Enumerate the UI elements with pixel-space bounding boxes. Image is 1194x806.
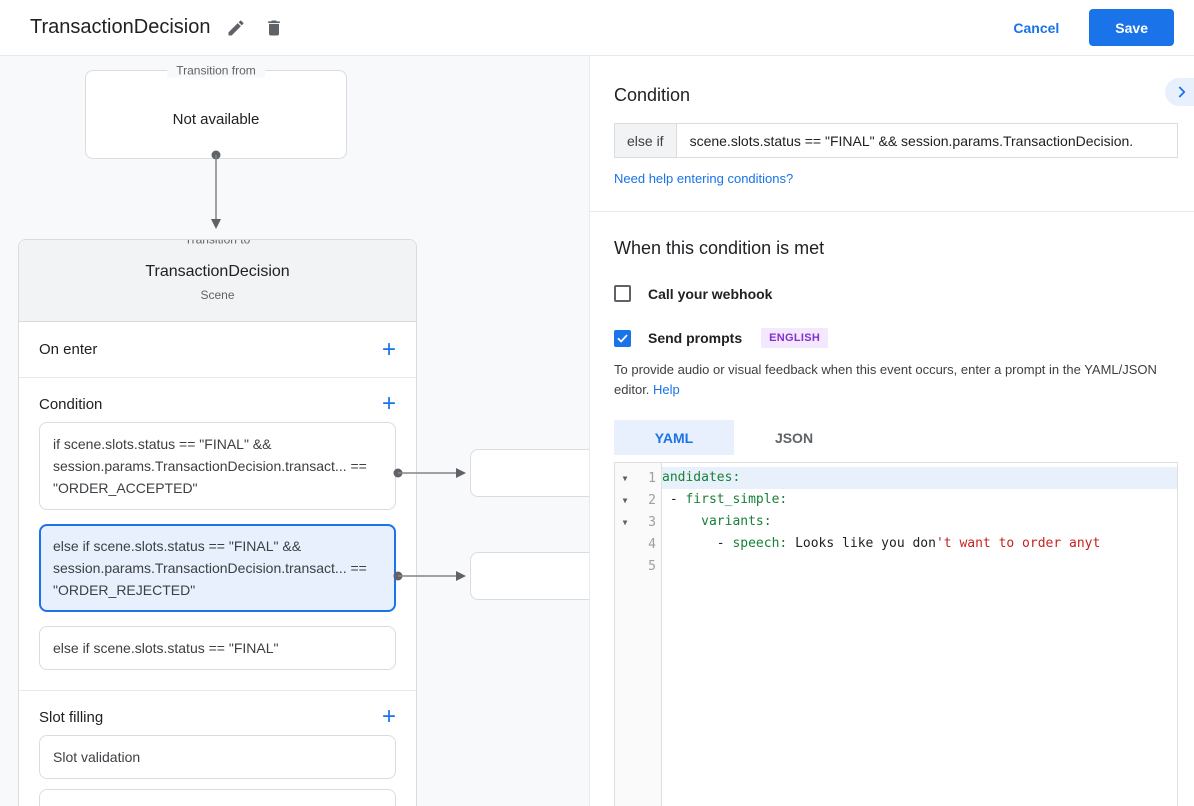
- webhook-row: Call your webhook: [614, 285, 1177, 302]
- send-prompts-checkbox[interactable]: [614, 329, 631, 347]
- slot-card-partial[interactable]: [39, 789, 396, 806]
- condition-expression-input[interactable]: [676, 123, 1178, 158]
- send-prompts-label: Send prompts: [648, 330, 743, 346]
- condition-expression-row: else if: [614, 123, 1178, 158]
- line-number: 5: [648, 558, 656, 574]
- slot-filling-section: Slot filling + Slot validation: [19, 703, 416, 806]
- code-line[interactable]: [662, 555, 1177, 577]
- flow-canvas: Transition from Not available Transition…: [0, 56, 589, 806]
- add-on-enter-button[interactable]: +: [381, 335, 396, 363]
- transition-target-box[interactable]: [470, 552, 589, 600]
- tab-json[interactable]: JSON: [774, 429, 814, 446]
- chevron-right-icon: [1178, 86, 1185, 98]
- condition-section: Condition + if scene.slots.status == "FI…: [19, 390, 416, 691]
- editor-code-area[interactable]: andidates: - first_simple: variants: - s…: [662, 463, 1177, 806]
- editor-gutter: ▼ 1 ▼ 2 ▼ 3 4 5: [615, 463, 662, 806]
- transition-from-value: Not available: [172, 111, 260, 128]
- condition-help-link[interactable]: Need help entering conditions?: [614, 171, 794, 186]
- on-enter-row: On enter +: [19, 322, 416, 378]
- code-line[interactable]: - speech: Looks like you don't want to o…: [662, 536, 1101, 551]
- transition-from-box: Transition from Not available: [85, 64, 347, 159]
- editor-tabs: YAML JSON: [614, 420, 1177, 455]
- condition-section-label: Condition: [39, 395, 103, 413]
- fold-arrow-icon[interactable]: ▼: [622, 473, 628, 483]
- condition-card[interactable]: if scene.slots.status == "FINAL" && sess…: [39, 422, 396, 510]
- condition-card[interactable]: else if scene.slots.status == "FINAL": [39, 626, 396, 670]
- condition-prefix-label: else if: [614, 123, 677, 158]
- scene-subtitle: Scene: [200, 288, 235, 302]
- prompt-hint: To provide audio or visual feedback when…: [614, 360, 1162, 400]
- prompt-editor: ▼ 1 ▼ 2 ▼ 3 4 5 andidates: - first_simple: vari…: [614, 462, 1178, 806]
- when-condition-title: When this condition is met: [614, 238, 825, 258]
- add-condition-button[interactable]: +: [381, 390, 396, 417]
- tab-yaml[interactable]: YAML: [614, 420, 734, 455]
- language-badge: ENGLISH: [761, 328, 829, 348]
- add-slot-button[interactable]: +: [381, 703, 396, 730]
- fold-arrow-icon[interactable]: ▼: [622, 517, 628, 527]
- cancel-button[interactable]: Cancel: [1013, 19, 1060, 36]
- topbar: TransactionDecision Cancel Save: [0, 0, 1194, 56]
- save-button[interactable]: Save: [1089, 9, 1174, 46]
- prompt-hint-text: To provide audio or visual feedback when…: [614, 362, 1157, 397]
- on-enter-label: On enter: [39, 341, 98, 358]
- line-number: 4: [648, 536, 656, 552]
- panel-divider: [590, 211, 1194, 212]
- code-line[interactable]: variants:: [701, 514, 772, 529]
- panel-title: Condition: [614, 85, 691, 105]
- line-number: 3: [648, 514, 656, 530]
- line-number: 1: [648, 470, 656, 486]
- delete-icon[interactable]: [262, 16, 286, 40]
- fold-arrow-icon[interactable]: ▼: [622, 495, 628, 505]
- code-line[interactable]: - first_simple:: [662, 492, 788, 507]
- page-title: TransactionDecision: [30, 16, 211, 38]
- webhook-label: Call your webhook: [648, 285, 773, 302]
- condition-card[interactable]: else if scene.slots.status == "FINAL" &&…: [39, 524, 396, 612]
- slot-filling-card[interactable]: Slot validation: [39, 735, 396, 779]
- edit-icon[interactable]: [224, 16, 248, 40]
- send-prompts-row: Send prompts ENGLISH: [614, 328, 1177, 348]
- scene-title: TransactionDecision: [145, 263, 290, 280]
- scene-header[interactable]: TransactionDecision Scene: [19, 240, 416, 322]
- collapse-panel-button[interactable]: [1165, 78, 1194, 106]
- check-icon: [617, 334, 628, 343]
- transition-target-box[interactable]: [470, 449, 589, 497]
- line-number: 2: [648, 492, 656, 508]
- help-link[interactable]: Help: [653, 382, 680, 397]
- transition-to-box: Transition to TransactionDecision Scene …: [18, 239, 417, 806]
- condition-panel: Condition else if Need help entering con…: [589, 56, 1194, 806]
- transition-to-label: Transition to: [175, 240, 260, 247]
- transition-from-label: Transition from: [167, 64, 265, 78]
- code-line[interactable]: andidates:: [662, 467, 1177, 489]
- slot-filling-label: Slot filling: [39, 708, 104, 726]
- webhook-checkbox[interactable]: [614, 285, 631, 302]
